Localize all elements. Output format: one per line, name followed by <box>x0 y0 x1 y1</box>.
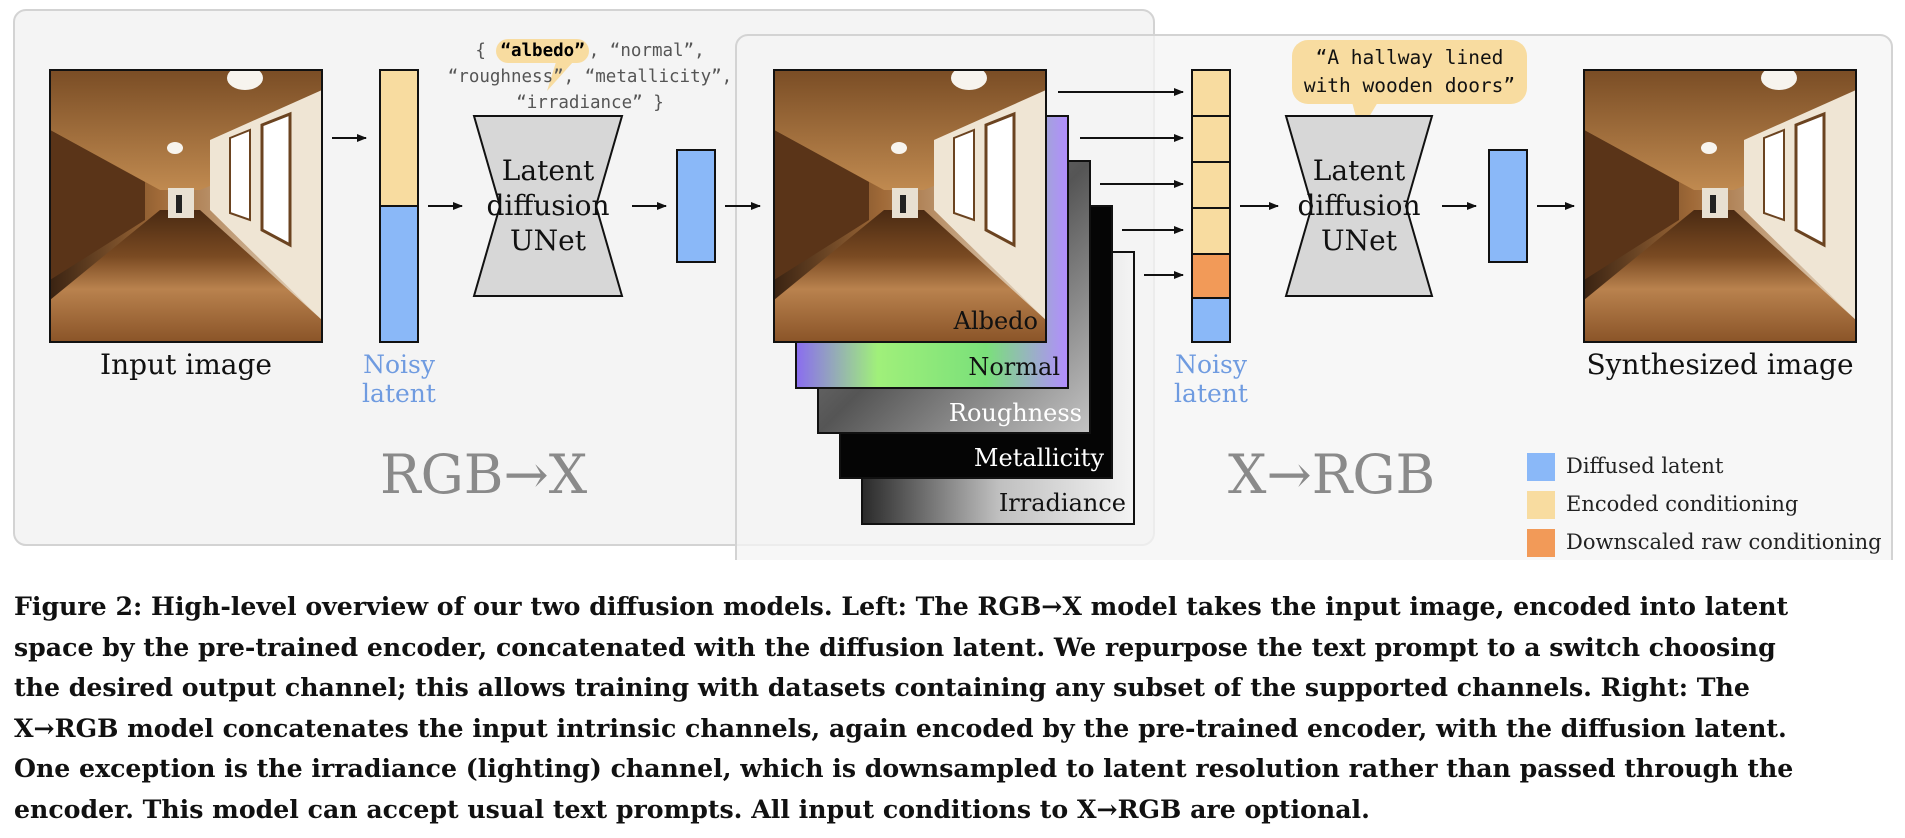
unet-left-line2: diffusion <box>486 189 610 222</box>
legend-swatch-encoded <box>1527 491 1555 519</box>
legend-swatch-diffused <box>1527 453 1555 481</box>
unet-left-line3: UNet <box>510 224 586 257</box>
output-latent-right <box>1488 149 1528 263</box>
input-image-label: Input image <box>100 348 272 381</box>
input-image <box>49 69 323 343</box>
noisy-label-line2: latent <box>362 379 436 408</box>
text-prompt-bubble <box>1292 40 1527 104</box>
synthesized-image <box>1583 69 1857 343</box>
noisy-right-line1: Noisy <box>1175 350 1247 379</box>
x-to-rgb-title: X→RGB <box>1228 443 1436 506</box>
caption-line-4: X→RGB model concatenates the input intri… <box>14 712 1787 743</box>
prompt-albedo-highlight: “albedo” <box>496 39 589 63</box>
text-prompt-line1: “A hallway lined <box>1315 46 1504 69</box>
caption-line-6: encoder. This model can accept usual tex… <box>14 793 1370 824</box>
text-prompt-line2: with wooden doors” <box>1303 74 1516 97</box>
unet-right-label: Latent diffusion UNet <box>1286 153 1432 258</box>
prompt-line2: “roughness”, “metallicity”, <box>447 67 733 87</box>
legend-swatch-downscaled <box>1527 529 1555 557</box>
legend-encoded-label: Encoded conditioning <box>1566 492 1799 516</box>
diagram-canvas <box>13 9 1893 560</box>
channel-label-roughness: Roughness <box>948 399 1082 427</box>
caption-line-3: the desired output channel; this allows … <box>14 672 1750 702</box>
channel-label-albedo: Albedo <box>953 307 1038 335</box>
unet-left-line1: Latent <box>501 154 595 187</box>
noisy-right-line2: latent <box>1174 379 1248 408</box>
caption-line-2: space by the pre-trained encoder, concat… <box>14 631 1776 662</box>
caption-line-1: Figure 2: High-level overview of our two… <box>14 591 1789 621</box>
noisy-latent-stack-right <box>1191 69 1231 343</box>
unet-left-shape <box>472 115 624 297</box>
channel-arrows <box>1058 88 1184 279</box>
rgb-to-x-title: RGB→X <box>380 443 588 506</box>
noisy-latent-label-left: Noisy latent <box>349 350 449 408</box>
figure-caption: Figure 2: High-level overview of our two… <box>14 586 1894 829</box>
legend-diffused-label: Diffused latent <box>1566 454 1724 478</box>
output-latent-left <box>676 149 716 263</box>
legend-downscaled-label: Downscaled raw conditioning <box>1566 530 1882 554</box>
unet-right-line1: Latent <box>1312 154 1406 187</box>
noisy-latent-label-right: Noisy latent <box>1161 350 1261 408</box>
unet-right-shape <box>1284 115 1434 297</box>
caption-line-5: One exception is the irradiance (lightin… <box>14 753 1794 783</box>
unet-right-line3: UNet <box>1321 224 1397 257</box>
unet-right-line2: diffusion <box>1297 189 1421 222</box>
channel-label-irradiance: Irradiance <box>998 489 1126 517</box>
text-prompt: “A hallway lined with wooden doors” <box>1292 44 1527 100</box>
prompt-rest-line1: , “normal”, <box>588 41 705 61</box>
figure-diagram: Input image Noisy latent { “albedo”, “no… <box>13 9 1893 560</box>
prompt-open-brace: { <box>475 41 497 61</box>
prompt-pointer-left <box>547 62 573 91</box>
noisy-label-line1: Noisy <box>363 350 435 379</box>
noisy-latent-stack-left <box>379 69 419 343</box>
channel-label-normal: Normal <box>968 353 1060 381</box>
prompt-switch-list: { “albedo”, “normal”, “roughness”, “meta… <box>420 38 760 116</box>
prompt-line3: “irradiance” } <box>516 93 664 113</box>
channel-albedo-image <box>773 69 1047 343</box>
synthesized-image-label: Synthesized image <box>1586 348 1854 381</box>
unet-left-label: Latent diffusion UNet <box>474 153 622 258</box>
channel-label-metallicity: Metallicity <box>973 444 1104 472</box>
